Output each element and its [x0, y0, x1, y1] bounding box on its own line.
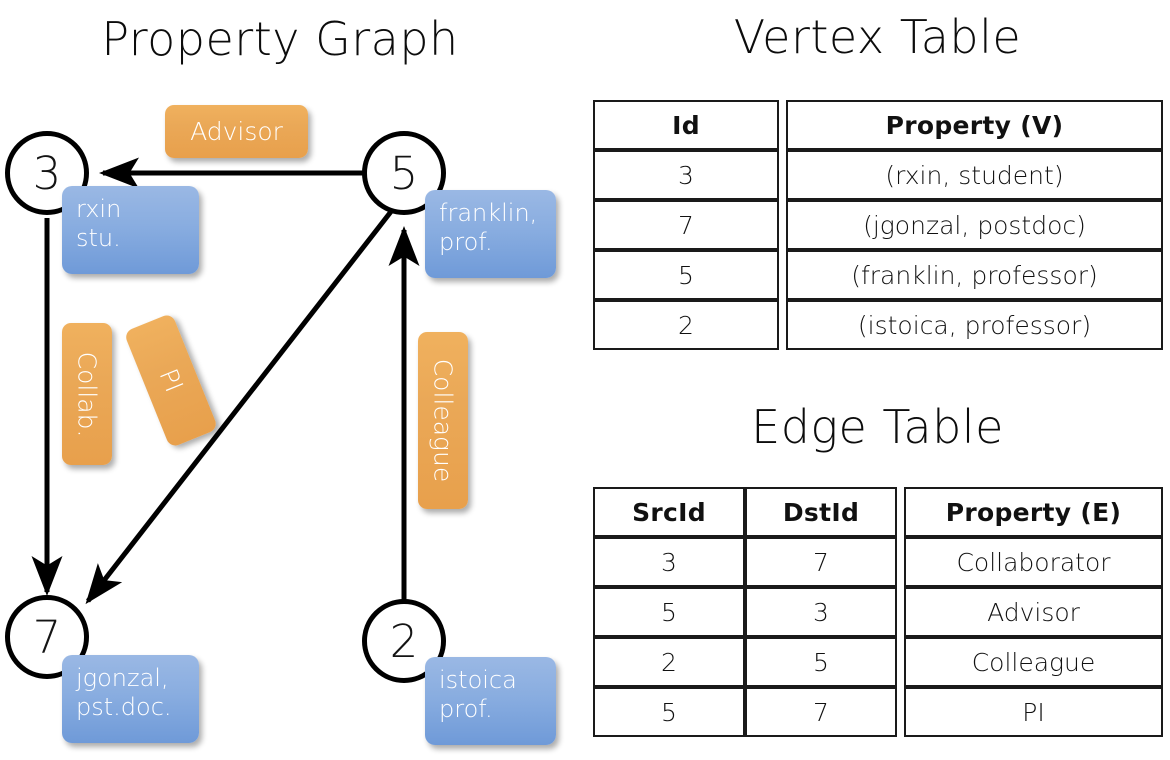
- graph-node-2[interactable]: 2: [362, 599, 446, 683]
- table-row: 5 3 Advisor: [593, 587, 1163, 637]
- edge-cell-dstid: 5: [745, 637, 897, 687]
- vertex-property-line: prof.: [439, 228, 493, 257]
- edge-table: SrcId DstId Property (E) 3 7 Collaborato…: [593, 487, 1163, 737]
- vertex-property-box-rxin: rxin stu.: [62, 186, 199, 274]
- vertex-property-line: rxin: [76, 195, 122, 223]
- vertex-property-line: jgonzal,: [76, 664, 169, 692]
- table-header-row: Id Property (V): [593, 100, 1163, 150]
- table-row: 7 (jgonzal, postdoc): [593, 200, 1163, 250]
- edge-cell-dstid: 7: [745, 687, 897, 737]
- vertex-property-line: stu.: [76, 224, 121, 253]
- edge-label-text: PI: [153, 364, 189, 397]
- edge-cell-srcid: 5: [593, 587, 745, 637]
- column-gap: [779, 100, 786, 150]
- edge-cell-srcid: 3: [593, 537, 745, 587]
- edge-col-header-property: Property (E): [904, 487, 1163, 537]
- graph-edges-canvas: [31, 157, 420, 606]
- table-header-row: SrcId DstId Property (E): [593, 487, 1163, 537]
- edge-label-collab: Collab.: [62, 323, 112, 465]
- edge-label-colleague: Colleague: [418, 332, 468, 509]
- vertex-property-line: prof.: [439, 695, 493, 724]
- edge-label-advisor: Advisor: [165, 105, 308, 158]
- column-gap: [779, 300, 786, 350]
- edge-col-header-dstid: DstId: [745, 487, 897, 537]
- vertex-property-line: pst.doc.: [76, 693, 172, 722]
- vertex-property-box-jgonzal: jgonzal, pst.doc.: [62, 655, 199, 743]
- table-row: 2 (istoica, professor): [593, 300, 1163, 350]
- vertex-property-box-franklin: franklin, prof.: [425, 190, 556, 278]
- edge-cell-property: Collaborator: [904, 537, 1163, 587]
- edge-cell-property: PI: [904, 687, 1163, 737]
- edge-cell-srcid: 5: [593, 687, 745, 737]
- vertex-col-header-id: Id: [593, 100, 779, 150]
- column-gap: [897, 637, 904, 687]
- section-title-vertex-table: Vertex Table: [733, 10, 1022, 64]
- vertex-cell-property: (jgonzal, postdoc): [786, 200, 1163, 250]
- edge-cell-property: Advisor: [904, 587, 1163, 637]
- vertex-cell-id: 2: [593, 300, 779, 350]
- edge-label-text: Colleague: [428, 358, 458, 483]
- edge-col-header-srcid: SrcId: [593, 487, 745, 537]
- column-gap: [897, 537, 904, 587]
- column-gap: [779, 250, 786, 300]
- column-gap: [779, 200, 786, 250]
- vertex-cell-id: 3: [593, 150, 779, 200]
- vertex-cell-property: (istoica, professor): [786, 300, 1163, 350]
- page-title-property-graph: Property Graph: [101, 12, 459, 66]
- graph-node-5[interactable]: 5: [362, 131, 446, 215]
- edge-cell-dstid: 3: [745, 587, 897, 637]
- vertex-cell-property: (franklin, professor): [786, 250, 1163, 300]
- table-row: 2 5 Colleague: [593, 637, 1163, 687]
- edge-cell-dstid: 7: [745, 537, 897, 587]
- column-gap: [779, 150, 786, 200]
- column-gap: [897, 687, 904, 737]
- table-row: 5 7 PI: [593, 687, 1163, 737]
- vertex-property-line: franklin,: [439, 199, 538, 227]
- edge-cell-property: Colleague: [904, 637, 1163, 687]
- property-graph-panel: Property Graph 3 5 7 2 rxin stu. frankli…: [5, 12, 556, 745]
- column-gap: [897, 487, 904, 537]
- edge-label-text: Collab.: [72, 351, 102, 437]
- vertex-property-line: istoica: [439, 666, 517, 694]
- vertex-table-panel: Vertex Table Id Property (V) 3 (rxin, st…: [585, 0, 1170, 390]
- edge-cell-srcid: 2: [593, 637, 745, 687]
- section-title-edge-table: Edge Table: [751, 400, 1004, 454]
- column-gap: [897, 587, 904, 637]
- vertex-cell-id: 7: [593, 200, 779, 250]
- vertex-table: Id Property (V) 3 (rxin, student) 7 (jgo…: [593, 100, 1163, 350]
- edge-table-panel: Edge Table SrcId DstId Property (E) 3 7 …: [585, 390, 1170, 760]
- edge-pi-5-to-7: [85, 198, 402, 605]
- table-row: 5 (franklin, professor): [593, 250, 1163, 300]
- table-row: 3 (rxin, student): [593, 150, 1163, 200]
- vertex-property-box-istoica: istoica prof.: [425, 657, 556, 745]
- vertex-cell-property: (rxin, student): [786, 150, 1163, 200]
- vertex-cell-id: 5: [593, 250, 779, 300]
- table-row: 3 7 Collaborator: [593, 537, 1163, 587]
- edge-label-text: Advisor: [190, 117, 283, 146]
- vertex-col-header-property: Property (V): [786, 100, 1163, 150]
